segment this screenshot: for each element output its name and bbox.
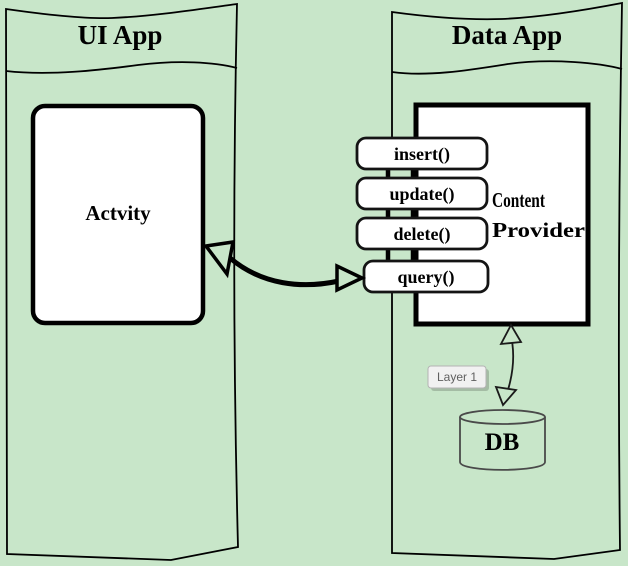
- method-label-insert: insert(): [394, 144, 450, 165]
- activity-box: Actvity: [30, 103, 206, 326]
- method-label-query: query(): [398, 267, 455, 288]
- method-label-delete: delete(): [394, 224, 451, 245]
- arrowhead-down-icon: [494, 385, 518, 407]
- tooltip-box: [427, 365, 487, 389]
- method-pill-delete: delete(): [355, 216, 489, 251]
- activity-query-arrow: [202, 239, 367, 293]
- tooltip-label: Layer 1: [437, 370, 477, 384]
- activity-rect: [30, 103, 206, 326]
- data-app-title: Data App: [452, 20, 562, 50]
- ui-app-scroll-outline: [5, 2, 239, 561]
- method-pill-rect: [362, 259, 490, 294]
- method-pill-query: query(): [362, 259, 490, 294]
- activity-label: Actvity: [85, 201, 151, 225]
- data-app-container: Data App: [391, 1, 623, 560]
- db-label: DB: [485, 429, 520, 456]
- arrowhead-right-icon: [335, 263, 367, 293]
- content-provider-label-line2: Provider: [492, 218, 585, 242]
- arrowhead-up-icon: [499, 323, 523, 346]
- db-cylinder: DB: [459, 409, 546, 471]
- method-pill-update: update(): [355, 176, 489, 211]
- method-pill-connector: [385, 149, 416, 281]
- content-provider-label-line1: Content: [492, 188, 545, 212]
- data-app-banner-divider: [391, 60, 623, 75]
- method-pill-rect: [355, 176, 489, 211]
- method-label-update: update(): [389, 184, 454, 205]
- activity-query-arrow-line: [227, 255, 342, 288]
- method-pill-insert: insert(): [355, 136, 489, 171]
- db-cylinder-body: [459, 417, 546, 471]
- layer-tooltip: Layer 1: [427, 365, 489, 391]
- ui-app-container: UI App: [5, 2, 239, 561]
- db-cylinder-top: [459, 409, 546, 425]
- ui-app-banner-divider: [5, 61, 238, 74]
- method-pill-rect: [355, 216, 489, 251]
- ui-app-title: UI App: [78, 20, 163, 50]
- method-pill-rect: [355, 136, 489, 171]
- data-app-scroll-outline: [391, 1, 623, 560]
- arrowhead-left-icon: [202, 239, 236, 279]
- provider-db-arrow: [494, 323, 523, 407]
